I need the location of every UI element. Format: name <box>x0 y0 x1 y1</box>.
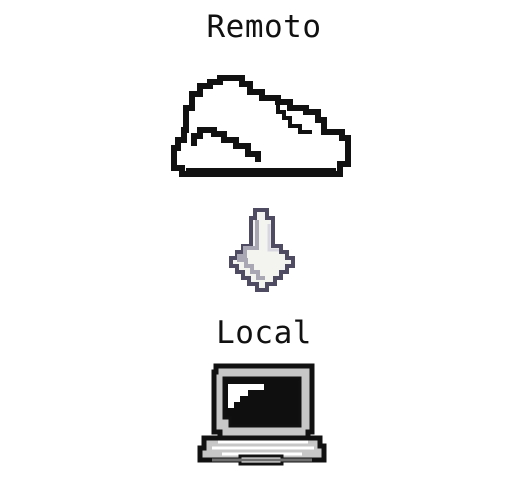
local-label: Local <box>216 315 312 351</box>
download-arrow-icon <box>222 208 302 292</box>
laptop-icon <box>196 360 328 468</box>
remote-label: Remoto <box>206 9 322 45</box>
cloud-icon <box>166 74 354 182</box>
